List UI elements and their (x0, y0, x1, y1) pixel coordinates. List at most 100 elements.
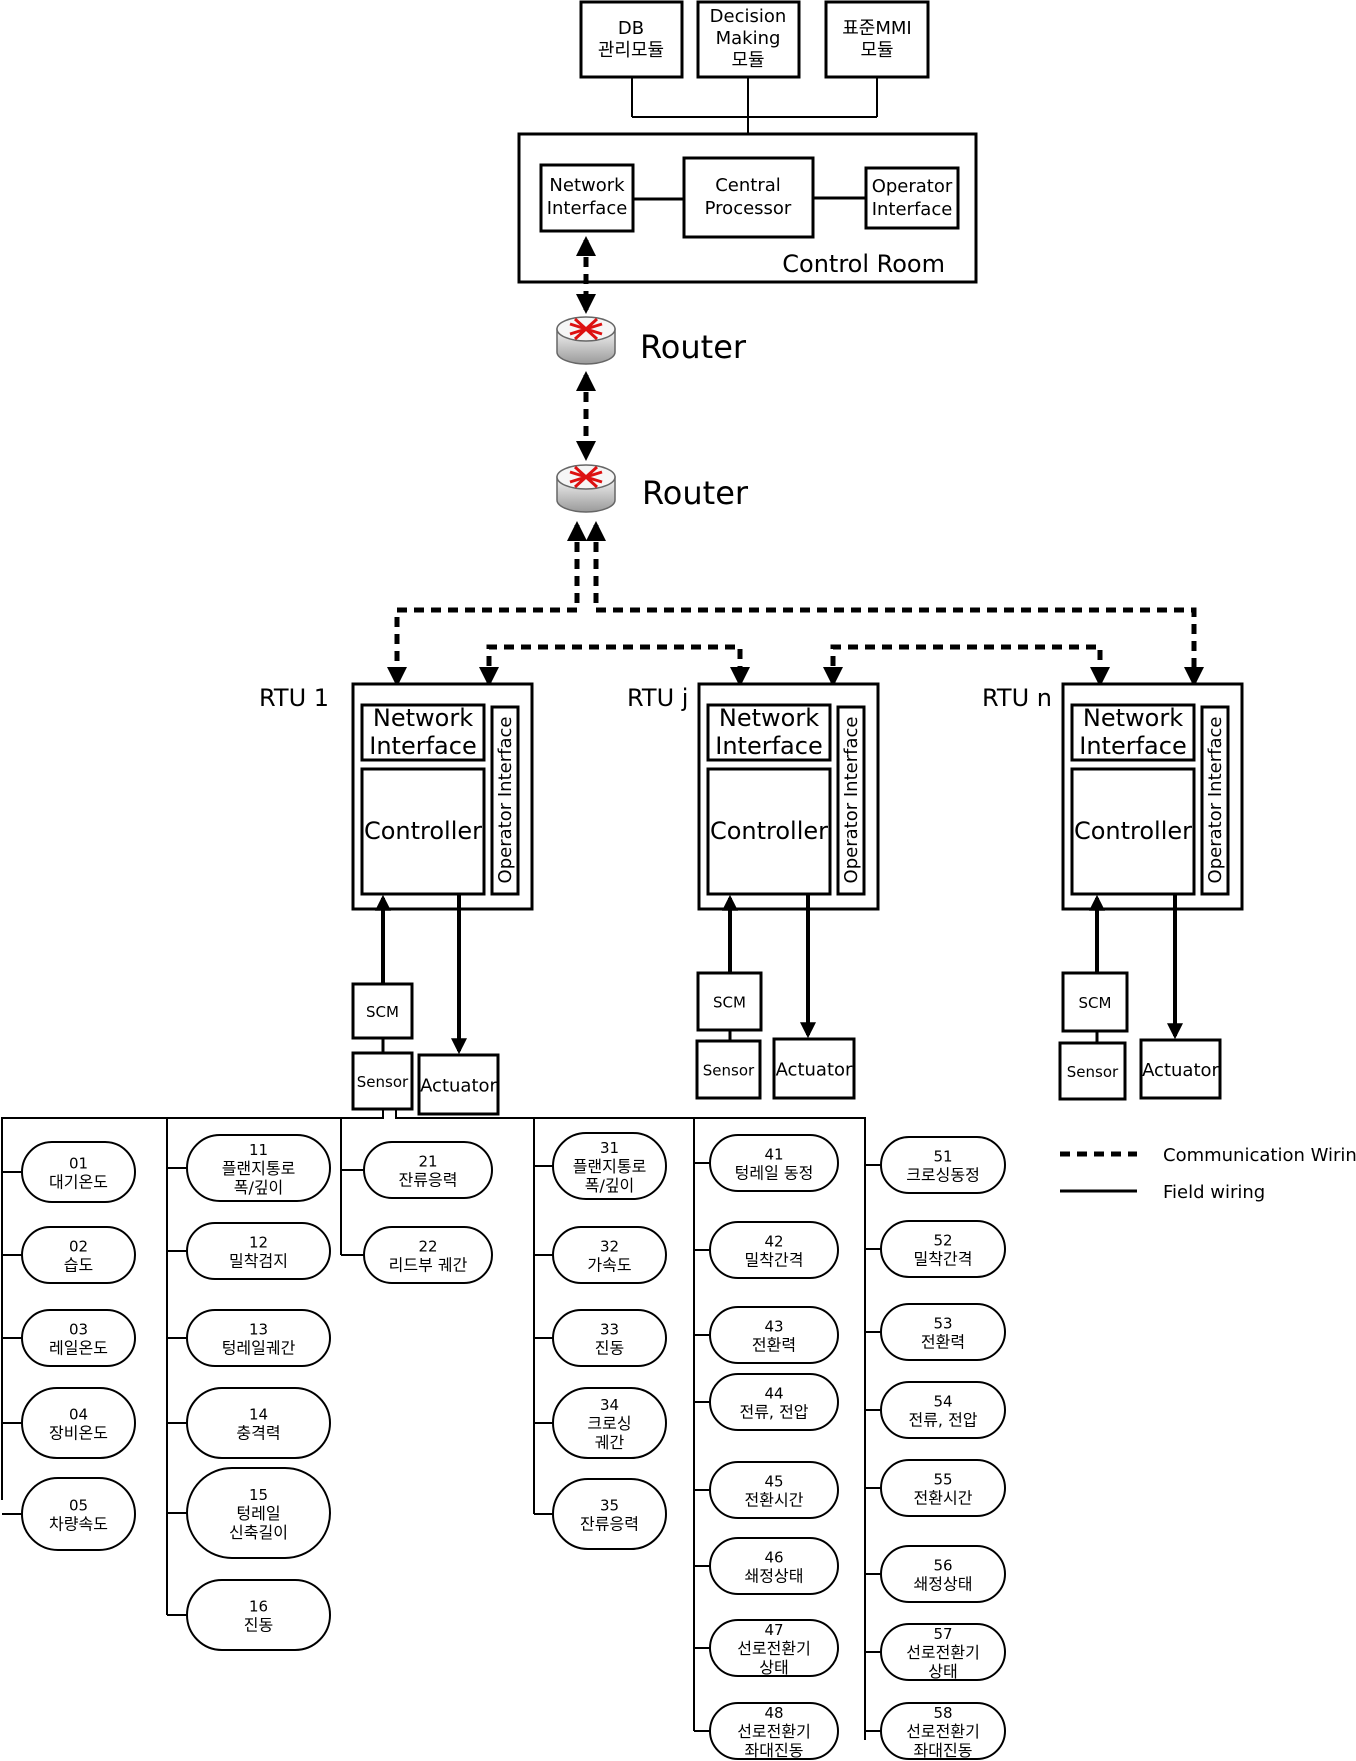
sensor-pill (21, 1141, 136, 1203)
sensor-pill (186, 1309, 331, 1367)
sensor-pill (709, 1619, 839, 1677)
sensor-pill (21, 1309, 136, 1367)
sensor-name: 전환시간 (745, 1491, 804, 1510)
sensor-code: 46 (764, 1549, 783, 1567)
sensor-code: 22 (418, 1238, 437, 1256)
sensor-name: 폭/깊이 (234, 1178, 284, 1197)
rtu-controller (1070, 767, 1196, 896)
rtu-controller-label: Controller (1074, 817, 1192, 845)
scm-box (1061, 971, 1129, 1033)
sensor-name: 텅레일궤간 (222, 1339, 296, 1358)
sensor-name: 충격력 (236, 1424, 280, 1443)
module-label: 관리모듈 (598, 40, 664, 61)
top-module-db: DB 관리모듈 (579, 0, 684, 79)
sensor-code: 56 (933, 1557, 952, 1575)
sensor-name: 습도 (64, 1256, 93, 1275)
sensor-pill (880, 1220, 1006, 1278)
sensor-code: 47 (764, 1621, 783, 1639)
sensor-name: 플랜지통로 (573, 1157, 647, 1176)
rtu-ni-label: Network (373, 704, 473, 732)
rtu-network-interface (360, 703, 486, 762)
actuator-box (772, 1037, 856, 1100)
sensor-pill (709, 1306, 839, 1364)
sensor-name: 신축길이 (229, 1523, 288, 1542)
sensor-code: 31 (600, 1139, 619, 1157)
sensor-name: 레일온도 (49, 1339, 108, 1358)
sensor-pill (709, 1134, 839, 1192)
router-icon (569, 317, 603, 341)
control-room-label: Control Room (782, 250, 945, 278)
sensor-pill (186, 1467, 331, 1559)
sensor-pill (186, 1222, 331, 1280)
router-label: Router (640, 328, 747, 366)
module-label: 모듈 (860, 40, 893, 61)
sensor-name: 밀착간격 (745, 1251, 804, 1270)
actuator-label: Actuator (1142, 1060, 1219, 1081)
sensor-name: 밀착간격 (914, 1250, 973, 1269)
sensor-name: 크로싱 (587, 1414, 631, 1433)
module-label: DB (618, 18, 644, 39)
sensor-code: 05 (69, 1497, 88, 1515)
sensor-code: 41 (764, 1146, 783, 1164)
sensor-name: 전류, 전압 (739, 1403, 808, 1422)
rtu-operator-interface (490, 705, 520, 896)
rtu-oi-label: Operator Interface (495, 717, 516, 884)
sensor-code: 02 (69, 1238, 88, 1256)
sensor-pill (21, 1387, 136, 1459)
rtu-label: RTU 1 (259, 684, 329, 712)
sensor-name: 텅레일 (236, 1504, 280, 1523)
sensor-name: 선로전환기 (737, 1639, 811, 1658)
rtu-network-interface (1070, 703, 1196, 762)
actuator-label: Actuator (776, 1060, 853, 1081)
sensor-name: 진동 (244, 1616, 273, 1635)
rtu-operator-interface (836, 705, 866, 896)
sensor-pill (709, 1373, 839, 1431)
sensor-name: 상태 (928, 1662, 957, 1681)
sensor-code: 42 (764, 1233, 783, 1251)
sensor-name: 궤간 (595, 1433, 625, 1452)
legend: Communication Wiring Field wiring (1060, 1145, 1356, 1203)
top-module-standard-mmi: 표준MMI 모듈 (824, 0, 930, 79)
scm-label: SCM (713, 994, 746, 1012)
sensor-code: 04 (69, 1406, 88, 1424)
sensor-pill (552, 1478, 667, 1550)
sensor-name: 전환력 (921, 1333, 965, 1352)
sensor-code: 11 (249, 1141, 268, 1159)
rtu-controller (706, 767, 832, 896)
sensor-code: 34 (600, 1396, 619, 1414)
sensor-pill (880, 1381, 1006, 1439)
sensor-pill (709, 1461, 839, 1519)
sensor-pill (186, 1387, 331, 1459)
router-icon (569, 465, 603, 489)
control-ni-label: Interface (547, 198, 628, 219)
sensor-pill (186, 1134, 331, 1202)
control-room: Network Interface Central Processor Oper… (517, 132, 978, 284)
sensor-code: 55 (933, 1471, 952, 1489)
rtu-ni-label: Interface (369, 732, 476, 760)
sensor-code: 48 (764, 1704, 783, 1722)
module-label: Making (716, 28, 781, 49)
sensor-name: 쇄정상태 (745, 1567, 804, 1586)
sensor-name: 상태 (759, 1658, 788, 1677)
sensor-name: 선로전환기 (737, 1722, 811, 1741)
router-label: Router (642, 474, 749, 512)
sensor-pill (21, 1226, 136, 1284)
sensor-pill (363, 1141, 493, 1199)
